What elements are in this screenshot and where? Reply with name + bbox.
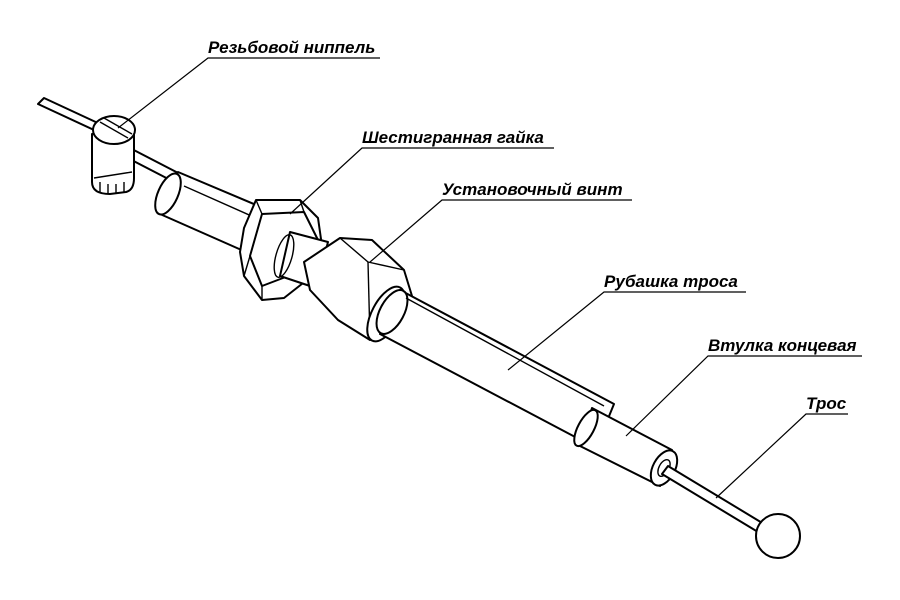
cable-left-end (37, 97, 101, 131)
label-cable-text: Трос (806, 394, 847, 413)
label-nipple-text: Резьбовой ниппель (208, 38, 375, 57)
cable-tail (661, 465, 765, 533)
cable-ball (755, 513, 801, 559)
label-jacket: Рубашка троса (507, 272, 746, 371)
label-set-screw-text: Установочный винт (442, 180, 623, 199)
label-cable: Трос (715, 394, 848, 499)
label-end-sleeve-text: Втулка концевая (708, 336, 857, 355)
label-hex-nut: Шестигранная гайка (289, 128, 554, 215)
label-hex-nut-text: Шестигранная гайка (362, 128, 544, 147)
threaded-nipple (91, 115, 136, 195)
label-end-sleeve: Втулка концевая (625, 336, 862, 437)
label-set-screw: Установочный винт (369, 180, 632, 263)
cable-jacket (375, 289, 615, 449)
end-sleeve (573, 407, 679, 487)
label-nipple: Резьбовой ниппель (117, 38, 380, 129)
label-jacket-text: Рубашка троса (604, 272, 738, 291)
